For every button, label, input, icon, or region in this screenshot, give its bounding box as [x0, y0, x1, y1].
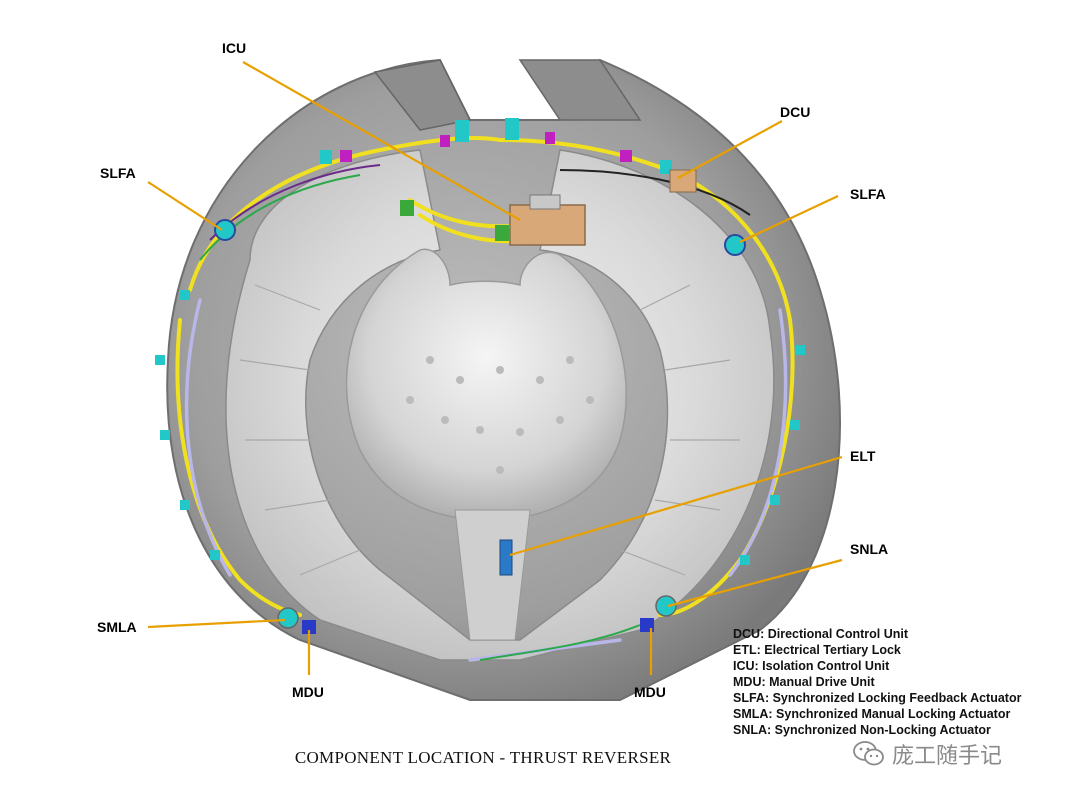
fittings — [155, 118, 805, 634]
leader-dcu — [677, 120, 783, 179]
abbreviation-legend: DCU: Directional Control Unit ETL: Elect… — [733, 626, 1021, 738]
legend-item: SNLA: Synchronized Non-Locking Actuator — [733, 723, 991, 737]
leader-slfa-right — [739, 195, 839, 243]
leader-smla — [147, 618, 286, 629]
wechat-icon — [852, 740, 886, 768]
callout-icu: ICU — [222, 40, 247, 56]
leader-elt — [509, 455, 843, 557]
legend-item: MDU: Manual Drive Unit — [733, 675, 875, 689]
legend-item: ETL: Electrical Tertiary Lock — [733, 643, 901, 657]
callout-mdu-left: MDU — [292, 684, 324, 700]
callout-slfa-right: SLFA — [850, 186, 886, 202]
leader-slfa-left — [147, 181, 223, 231]
cascade-ring — [225, 149, 775, 661]
callout-snla: SNLA — [850, 541, 889, 557]
leader-lines — [147, 61, 843, 675]
callout-smla: SMLA — [97, 619, 137, 635]
watermark-text: 庞工随手记 — [892, 744, 1003, 769]
callout-slfa-left: SLFA — [100, 165, 136, 181]
leader-icu — [242, 61, 521, 221]
legend-item: DCU: Directional Control Unit — [733, 627, 908, 641]
legend-item: ICU: Isolation Control Unit — [733, 659, 890, 673]
legend-item: SMLA: Synchronized Manual Locking Actuat… — [733, 707, 1011, 721]
legend-item: SLFA: Synchronized Locking Feedback Actu… — [733, 691, 1022, 705]
callout-mdu-right: MDU — [634, 684, 666, 700]
figure-caption: COMPONENT LOCATION - THRUST REVERSER — [294, 748, 672, 767]
callout-elt: ELT — [850, 448, 876, 464]
watermark: 庞工随手记 — [852, 738, 1002, 770]
callout-dcu: DCU — [780, 104, 811, 120]
leader-snla — [667, 558, 843, 608]
